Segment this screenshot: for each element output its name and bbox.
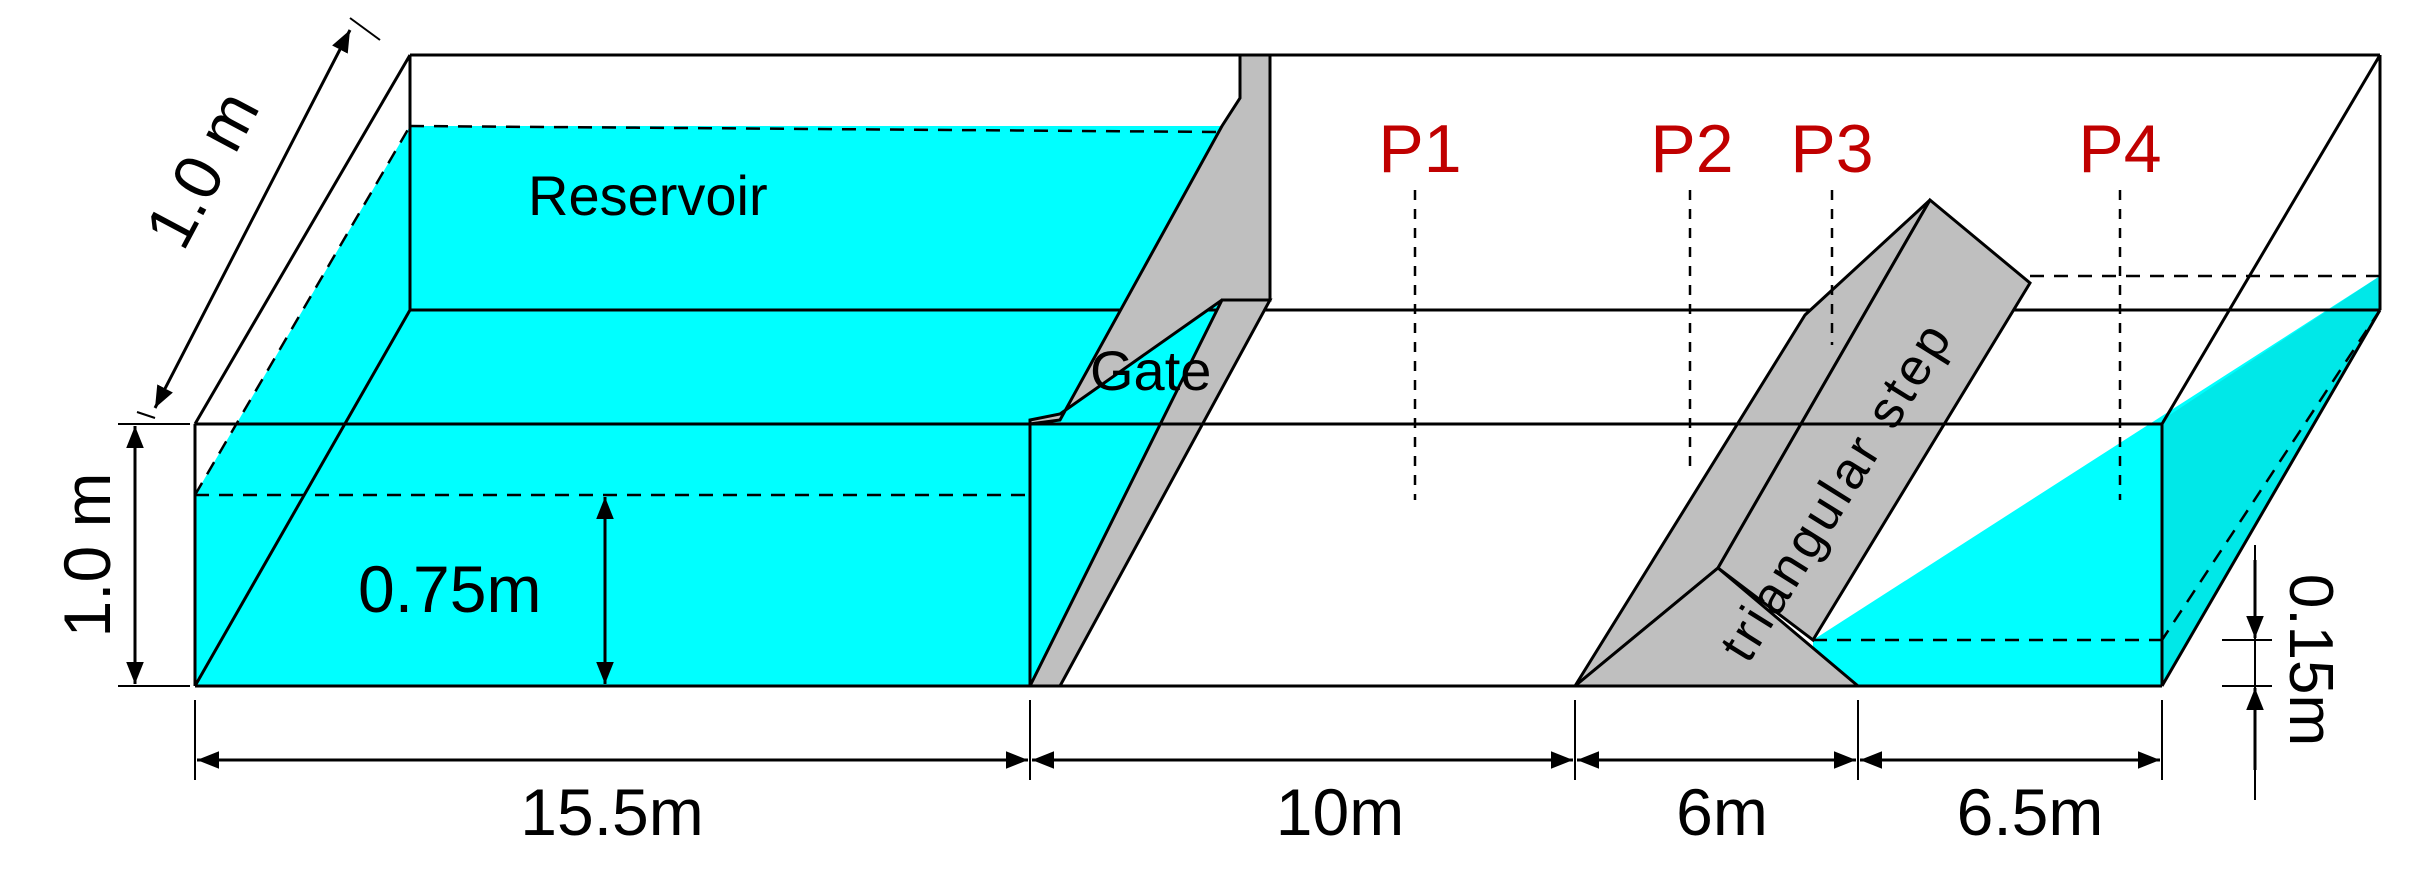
probe-label-p3: P3: [1790, 111, 1873, 187]
downstream-depth-label: 0.15m: [2276, 574, 2345, 746]
probe-label-p2: P2: [1650, 111, 1733, 187]
length-step-label: 6m: [1676, 775, 1768, 849]
water-surface-lines: [193, 124, 2382, 642]
width-label: 1.0 m: [130, 79, 273, 259]
downstream-depth-dimension: 0.15m: [2222, 545, 2345, 800]
front-face: [193, 422, 2164, 688]
probe-label-p1: P1: [1378, 111, 1461, 187]
length-labels: 15.5m 10m 6m 6.5m: [520, 775, 2103, 849]
reservoir-label: Reservoir: [528, 164, 768, 227]
length-dimensions: [194, 700, 2163, 780]
height-dimension: 1.0 m: [50, 423, 190, 687]
channel-frame: [193, 53, 2382, 687]
probe-lines: [1413, 190, 2122, 500]
gate-label: Gate: [1090, 339, 1211, 402]
length-gap-label: 10m: [1276, 775, 1404, 849]
height-label: 1.0 m: [50, 472, 124, 637]
reservoir-water: [195, 126, 1222, 686]
triangular-step: [1570, 197, 2032, 688]
length-reservoir-label: 15.5m: [520, 775, 703, 849]
gate: [1027, 53, 1273, 688]
probe-label-p4: P4: [2078, 111, 2161, 187]
downstream-water: [1813, 276, 2380, 686]
probe-labels: P1 P2 P3 P4: [1378, 111, 2161, 187]
initial-depth-label: 0.75m: [358, 552, 541, 626]
initial-depth-dimension: 0.75m: [358, 497, 614, 684]
length-downstream-label: 6.5m: [1957, 775, 2104, 849]
